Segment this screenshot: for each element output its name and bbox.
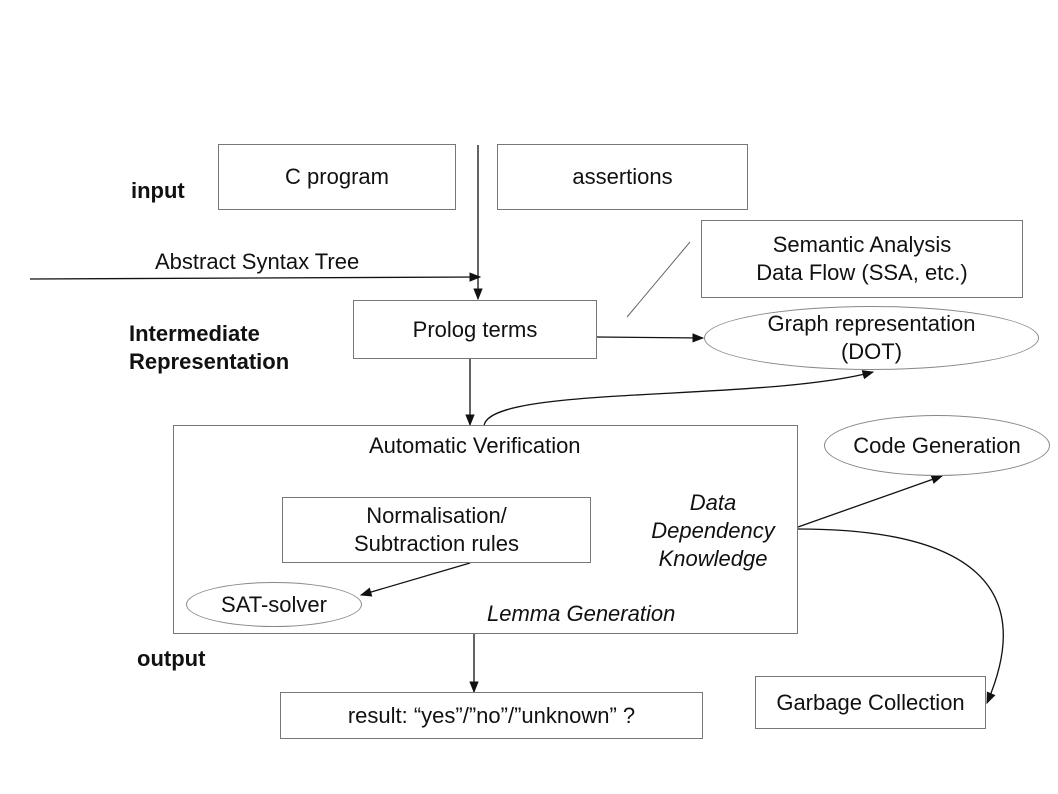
code-generation-text: Code Generation bbox=[853, 432, 1021, 458]
prolog-terms-text: Prolog terms bbox=[412, 316, 538, 342]
garbage-collection-text: Garbage Collection bbox=[776, 689, 965, 715]
abstract-syntax-tree-label: Abstract Syntax Tree bbox=[155, 249, 360, 274]
assertions-box: assertions bbox=[497, 144, 748, 210]
intermediate-representation-label: Intermediate Representation bbox=[129, 321, 290, 374]
code-generation-ellipse: Code Generation bbox=[824, 415, 1050, 476]
lemma-generation-label: Lemma Generation bbox=[487, 601, 676, 626]
c-program-text: C program bbox=[285, 164, 389, 189]
result-text: result: “yes”/”no”/”unknown” ? bbox=[347, 702, 636, 728]
result-box: result: “yes”/”no”/”unknown” ? bbox=[280, 692, 703, 739]
link-semantic-analysis bbox=[626, 241, 691, 318]
output-label: output bbox=[137, 646, 206, 671]
prolog-terms-box: Prolog terms bbox=[353, 300, 597, 359]
normalisation-text: Normalisation/ Subtraction rules bbox=[353, 503, 520, 556]
assertions-text: assertions bbox=[572, 164, 673, 189]
arrow-normalisation-to-sat bbox=[359, 562, 471, 597]
arrow-ast bbox=[29, 272, 482, 282]
garbage-collection-box: Garbage Collection bbox=[755, 676, 986, 729]
automatic-verification-title: Automatic Verification bbox=[369, 433, 581, 458]
arrow-to-code-generation bbox=[797, 475, 944, 528]
normalisation-box: Normalisation/ Subtraction rules bbox=[282, 497, 591, 563]
arrow-verification-to-graph bbox=[483, 370, 875, 427]
c-program-box: C program bbox=[218, 144, 456, 210]
automatic-verification-container bbox=[173, 425, 798, 634]
sat-solver-ellipse: SAT-solver bbox=[186, 582, 362, 627]
graph-representation-ellipse: Graph representation (DOT) bbox=[704, 306, 1039, 370]
input-label: input bbox=[131, 178, 185, 203]
sat-solver-text: SAT-solver bbox=[221, 591, 327, 617]
semantic-analysis-text: Semantic Analysis Data Flow (SSA, etc.) bbox=[756, 232, 968, 285]
arrow-prolog-to-graph bbox=[596, 333, 705, 343]
arrow-to-garbage-collection bbox=[797, 528, 1004, 705]
data-dependency-knowledge-label: Data Dependency Knowledge bbox=[651, 490, 775, 571]
semantic-analysis-box: Semantic Analysis Data Flow (SSA, etc.) bbox=[701, 220, 1023, 298]
graph-representation-text: Graph representation (DOT) bbox=[767, 311, 976, 364]
